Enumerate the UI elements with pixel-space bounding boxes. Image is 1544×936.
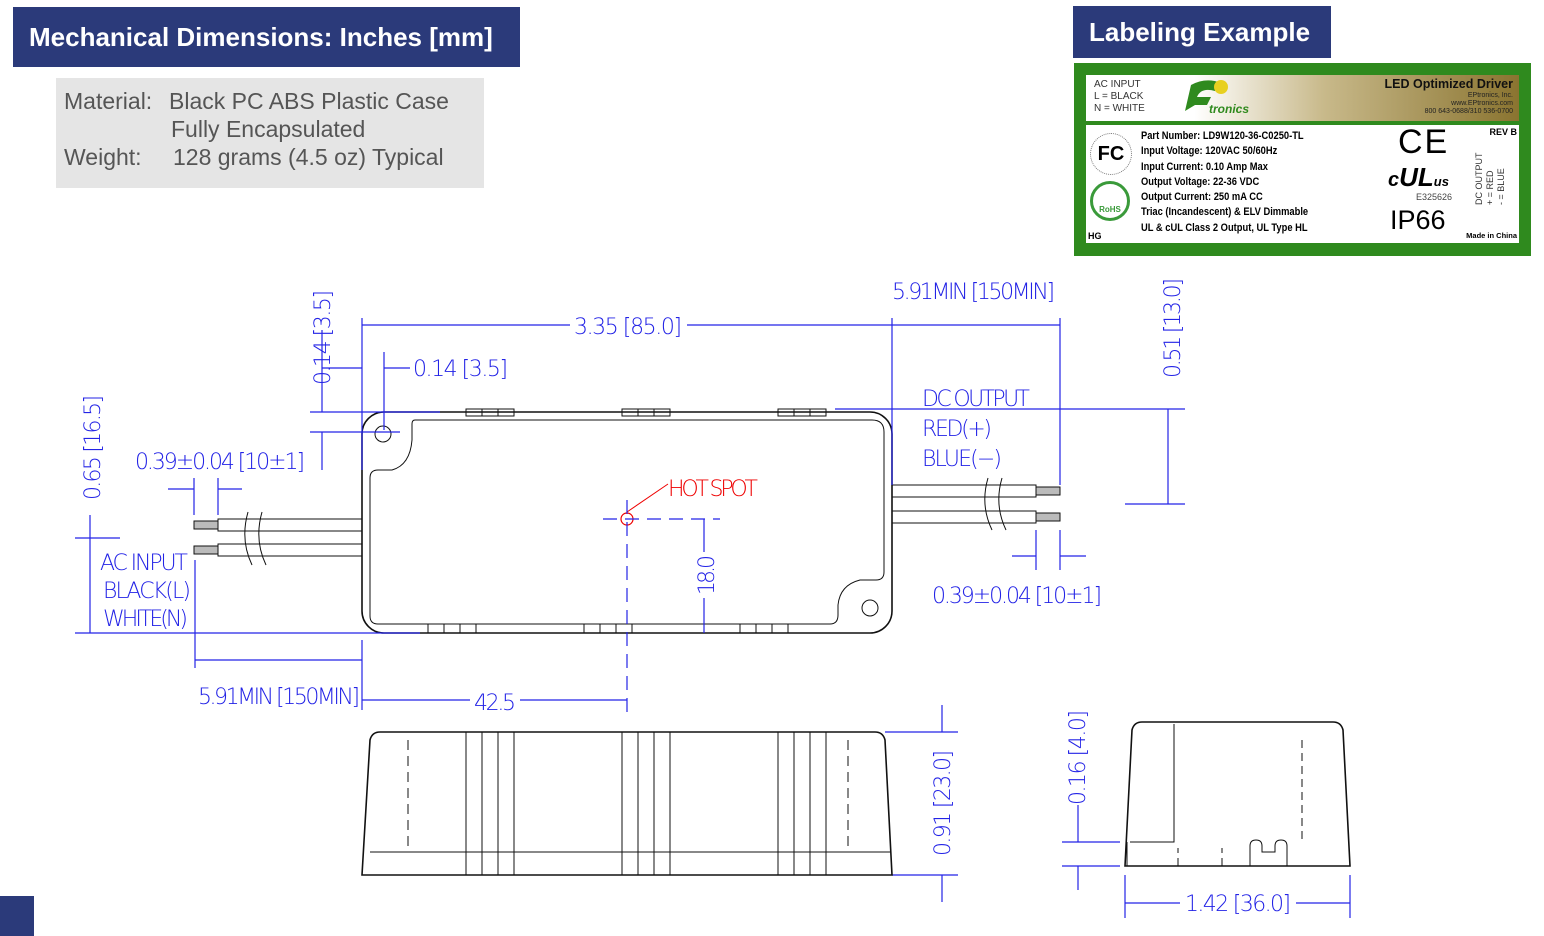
dim-wire-offset: 0.51 [13.0] xyxy=(1161,278,1186,378)
svg-text:tronics: tronics xyxy=(1209,102,1249,116)
side-view-case xyxy=(361,731,893,876)
spec-line: Part Number: LD9W120-36-C0250-TL xyxy=(1141,130,1304,142)
section-title-labeling: Labeling Example xyxy=(1073,6,1331,58)
material-label: Material: xyxy=(64,88,153,114)
callout-red: RED(+) xyxy=(922,417,992,442)
dim-bottom-wire-length: 5.91MIN [150MIN] xyxy=(198,685,360,710)
callout-black: BLACK(L) xyxy=(103,579,191,604)
label-header: AC INPUT L = BLACK N = WHITE tronics LED… xyxy=(1086,75,1519,121)
spec-line: Output Voltage: 22-36 VDC xyxy=(1141,175,1260,188)
dim-hole-offset-h: 0.14 [3.5] xyxy=(413,357,508,382)
rohs-logo: RoHS xyxy=(1090,181,1130,221)
dim-hotspot-y: 18.0 xyxy=(695,555,720,595)
dim-width: 0.65 [16.5] xyxy=(81,395,106,500)
label-specs: Part Number: LD9W120-36-C0250-TL Input V… xyxy=(1141,129,1308,236)
fcc-logo: FC xyxy=(1090,133,1132,175)
material-value-2: Fully Encapsulated xyxy=(171,116,366,142)
spec-line: Input Current: 0.10 Amp Max xyxy=(1141,160,1268,173)
label-website: www.EPtronics.com xyxy=(1451,100,1513,107)
end-view-case xyxy=(1124,721,1351,867)
spec-line: Input Voltage: 120VAC 50/60Hz xyxy=(1141,145,1278,158)
spec-line: UL & cUL Class 2 Output, UL Type HL xyxy=(1141,221,1308,234)
callout-blue: BLUE(−) xyxy=(922,447,1002,472)
material-box: Material: Black PC ABS Plastic Case Full… xyxy=(56,78,484,188)
dim-top-wire-length: 5.91MIN [150MIN] xyxy=(892,280,1055,305)
ul-mark: cULus xyxy=(1388,162,1449,192)
label-company: EPtronics, Inc. xyxy=(1467,92,1513,99)
spec-line: Output Current: 250 mA CC xyxy=(1141,191,1263,204)
hot-spot-marker xyxy=(603,483,720,715)
label-title: LED Optimized Driver xyxy=(1384,77,1514,91)
label-hg: HG xyxy=(1088,231,1102,241)
dim-height: 0.91 [23.0] xyxy=(931,750,956,856)
dim-strip-right: 0.39±0.04 [10±1] xyxy=(932,584,1102,609)
label-ip66: IP66 xyxy=(1390,205,1446,235)
corner-tab xyxy=(0,896,34,936)
eptronics-logo: tronics xyxy=(1181,77,1251,117)
dimension-lines xyxy=(75,318,1351,918)
label-ac-input: AC INPUT xyxy=(1094,79,1141,90)
label-l-black: L = BLACK xyxy=(1094,91,1144,102)
callout-white: WHITE(N) xyxy=(103,607,188,632)
callout-dc-output: DC OUTPUT xyxy=(922,387,1030,412)
label-made-in: Made in China xyxy=(1466,231,1517,240)
dim-hole-offset-v: 0.14 [3.5] xyxy=(311,290,336,385)
material-value: Black PC ABS Plastic Case xyxy=(169,88,449,114)
ac-input-wires xyxy=(193,511,363,566)
ce-mark: CE xyxy=(1398,123,1450,161)
label-phone: 800 643-0688/310 536-0700 xyxy=(1424,108,1513,115)
spec-line: Triac (Incandescent) & ELV Dimmable xyxy=(1141,206,1309,219)
label-rev: REV B xyxy=(1489,127,1517,137)
weight-value: 128 grams (4.5 oz) Typical xyxy=(173,144,444,170)
dc-output-wires xyxy=(891,477,1061,531)
label-ul-file: E325626 xyxy=(1416,192,1453,202)
weight-label: Weight: xyxy=(64,144,142,170)
dim-length: 3.35 [85.0] xyxy=(574,315,682,340)
callout-hot-spot: HOT SPOT xyxy=(668,477,758,502)
dim-strip-left: 0.39±0.04 [10±1] xyxy=(135,450,305,475)
section-title-mechanical: Mechanical Dimensions: Inches [mm] xyxy=(13,7,520,67)
product-label: AC INPUT L = BLACK N = WHITE tronics LED… xyxy=(1074,63,1531,256)
label-body: FC RoHS HG Part Number: LD9W120-36-C0250… xyxy=(1086,123,1519,243)
label-n-white: N = WHITE xyxy=(1094,103,1145,114)
dim-depth: 1.42 [36.0] xyxy=(1185,892,1291,917)
dim-hotspot-x: 42.5 xyxy=(474,691,516,716)
dim-flange: 0.16 [4.0] xyxy=(1066,710,1091,805)
callout-ac-input: AC INPUT xyxy=(100,551,188,576)
